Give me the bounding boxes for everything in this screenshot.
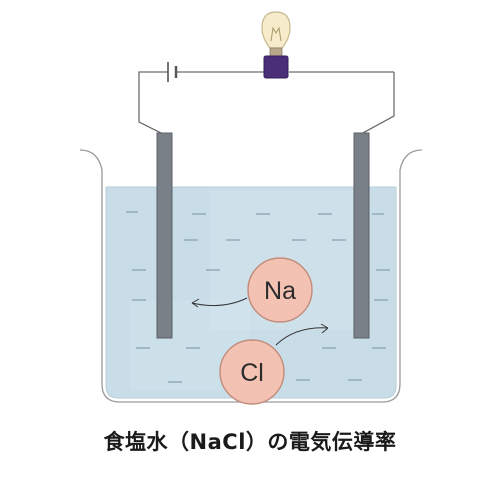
sodium-ion-label: Na [264, 277, 296, 305]
sodium-ion: Na [247, 257, 313, 323]
chloride-ion: Cl [219, 339, 285, 405]
left-electrode [156, 132, 173, 339]
chloride-ion-arrowhead [320, 323, 329, 334]
chloride-ion-label: Cl [240, 359, 264, 387]
water-dashes [126, 211, 390, 383]
chloride-ion-arrow [275, 327, 329, 346]
sodium-ion-arrowhead [191, 298, 200, 308]
battery-icon [167, 62, 178, 82]
circuit-wire [138, 71, 395, 136]
right-electrode [353, 132, 370, 339]
light-bulb-icon [261, 11, 291, 79]
diagram-caption: 食塩水（NaCl）の電気伝導率 [103, 430, 397, 454]
sodium-ion-arrow [191, 297, 248, 307]
